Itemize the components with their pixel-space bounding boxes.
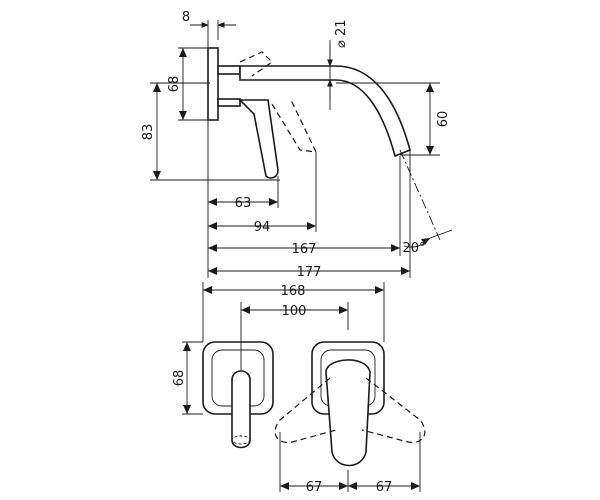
dim-60: 60 — [436, 111, 451, 128]
connector-lower — [217, 98, 241, 107]
dim-100: 100 — [282, 304, 307, 319]
dim-83: 83 — [141, 124, 156, 141]
dim-angle-20: 20° — [402, 241, 425, 256]
lever-handle-front — [325, 359, 371, 467]
spout-outlet — [231, 435, 251, 445]
dim-8: 8 — [182, 10, 190, 25]
lever-front-dashed-right — [361, 377, 426, 444]
dim-168: 168 — [281, 284, 306, 299]
dim-63: 63 — [235, 196, 252, 211]
connector-side — [217, 65, 241, 75]
lever-front-dashed-left — [274, 377, 337, 444]
lever-dashed-down — [271, 97, 318, 153]
dim-167: 167 — [292, 242, 317, 257]
outlet-axis — [399, 149, 441, 241]
dim-diameter-21: ⌀ 21 — [334, 19, 349, 48]
dim-67-right: 67 — [376, 480, 393, 495]
dim-94: 94 — [254, 220, 271, 235]
dim-68-front: 68 — [172, 370, 187, 387]
lever-dashed-up — [239, 51, 273, 77]
side-view: 8 ⌀ 21 68 83 60 63 94 167 — [141, 10, 453, 280]
lever-handle-side — [238, 99, 279, 179]
dim-177: 177 — [297, 265, 322, 280]
dim-67-left: 67 — [306, 480, 323, 495]
wall-plate-side — [207, 47, 219, 121]
front-view: 168 100 68 67 67 — [172, 282, 426, 495]
dim-68-side: 68 — [167, 76, 182, 93]
